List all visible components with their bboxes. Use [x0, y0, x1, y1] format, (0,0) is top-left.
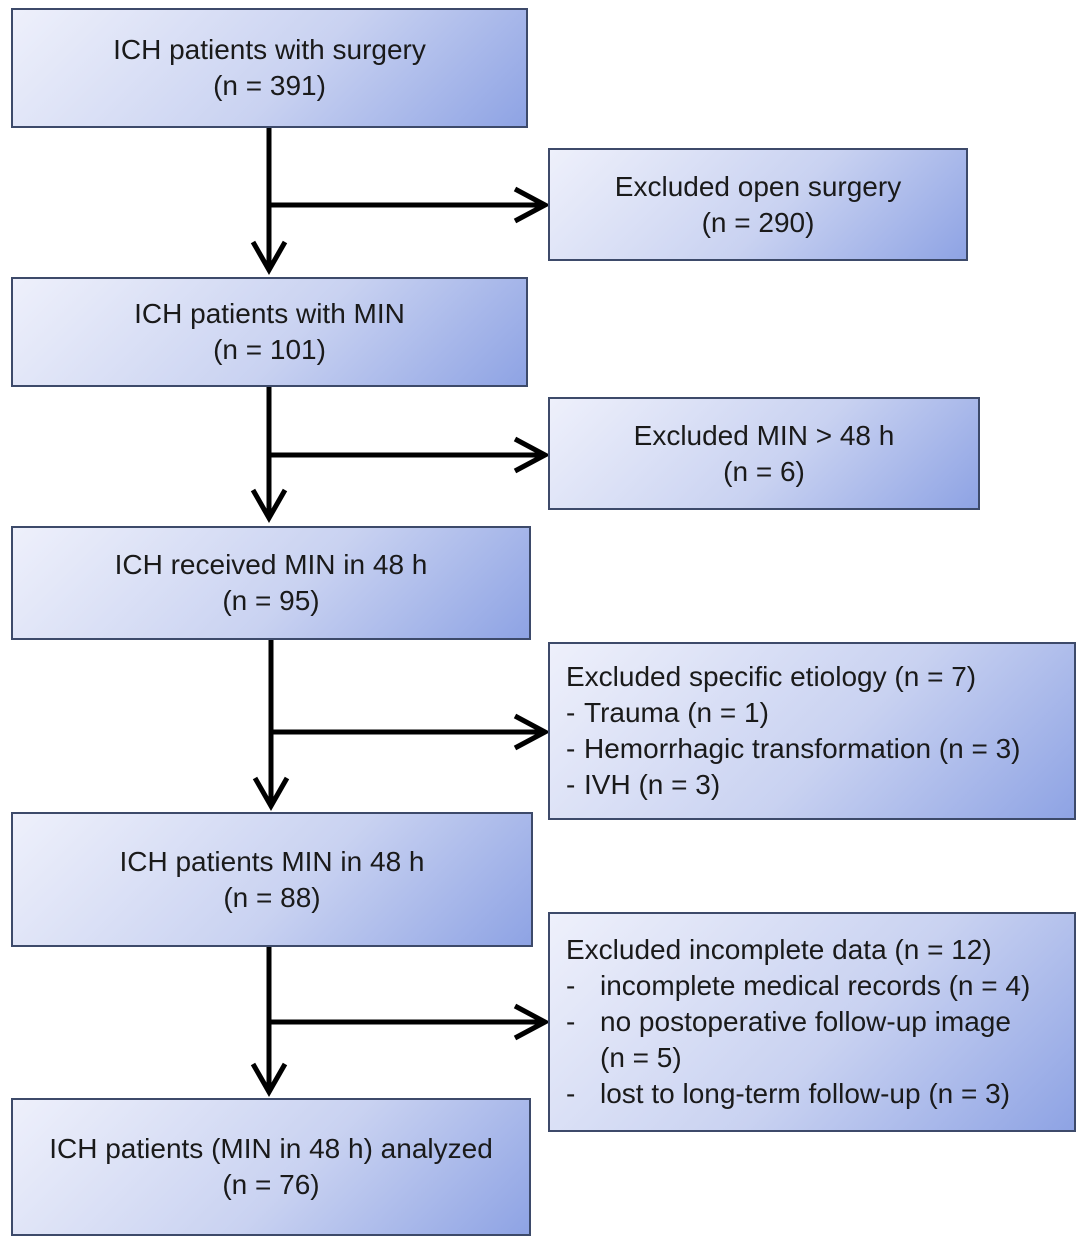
main-box-count: (n = 76) [222, 1169, 320, 1200]
main-box-title: ICH patients with MIN [134, 298, 405, 329]
bullet-dash: - [566, 1078, 576, 1109]
exclusion-item-text: IVH (n = 3) [584, 769, 721, 800]
main-box-min: ICH patients with MIN (n = 101) [11, 277, 528, 387]
bullet-dash [566, 1040, 600, 1076]
exclusion-item: - lost to long-term follow-up (n = 3) [566, 1076, 1074, 1112]
exclusion-item-text: Hemorrhagic transformation (n = 3) [584, 733, 1021, 764]
exclusion-box-incomplete-data: Excluded incomplete data (n = 12) - inco… [548, 912, 1076, 1132]
exclusion-title: Excluded MIN > 48 h [633, 419, 895, 451]
bullet-dash: - [566, 1006, 576, 1037]
arrow-down-3 [252, 776, 290, 812]
exclusion-item-text: (n = 5) [600, 1042, 682, 1073]
exclusion-item-text: no postoperative follow-up image [600, 1006, 1011, 1037]
main-box-title: ICH received MIN in 48 h [114, 549, 428, 580]
exclusion-box-etiology: Excluded specific etiology (n = 7) - Tra… [548, 642, 1076, 820]
main-box-analyzed: ICH patients (MIN in 48 h) analyzed (n =… [11, 1098, 531, 1236]
arrow-down-2 [250, 488, 288, 524]
main-box-count: (n = 95) [222, 585, 320, 616]
arrow-down-1 [250, 240, 288, 276]
main-box-title: ICH patients with surgery [113, 34, 426, 65]
main-box-title: ICH patients MIN in 48 h [119, 845, 425, 877]
exclusion-title: Excluded open surgery [614, 170, 902, 202]
exclusion-item-text: lost to long-term follow-up (n = 3) [600, 1078, 1011, 1109]
exclusion-item: - Trauma (n = 1) [566, 695, 1074, 731]
exclusion-count: (n = 290) [701, 206, 815, 238]
exclusion-title: Excluded specific etiology (n = 7) [566, 661, 977, 692]
exclusion-item: - no postoperative follow-up image [566, 1004, 1074, 1040]
exclusion-count: (n = 6) [723, 455, 805, 487]
arrow-right-4 [513, 1003, 551, 1041]
exclusion-title: Excluded incomplete data (n = 12) [566, 934, 992, 965]
exclusion-box-open-surgery: Excluded open surgery (n = 290) [548, 148, 968, 261]
arrow-right-3 [513, 713, 551, 751]
main-box-count: (n = 101) [213, 334, 326, 365]
arrow-down-4 [250, 1062, 288, 1098]
bullet-dash: - [566, 733, 576, 764]
main-box-surgery: ICH patients with surgery (n = 391) [11, 8, 528, 128]
arrow-right-1 [513, 186, 551, 224]
exclusion-item-text: incomplete medical records (n = 4) [600, 970, 1031, 1001]
exclusion-item: (n = 5) [566, 1040, 1074, 1076]
main-box-count: (n = 88) [223, 881, 321, 913]
exclusion-item-text: Trauma (n = 1) [584, 697, 769, 728]
exclusion-item: - incomplete medical records (n = 4) [566, 968, 1074, 1004]
arrow-right-2 [513, 436, 551, 474]
exclusion-box-min-48h: Excluded MIN > 48 h (n = 6) [548, 397, 980, 510]
exclusion-item: - Hemorrhagic transformation (n = 3) [566, 731, 1074, 767]
main-box-min-48h: ICH received MIN in 48 h (n = 95) [11, 526, 531, 640]
main-box-count: (n = 391) [213, 70, 326, 101]
main-box-patients-48h: ICH patients MIN in 48 h (n = 88) [11, 812, 533, 947]
exclusion-item: - IVH (n = 3) [566, 767, 1074, 803]
main-box-title: ICH patients (MIN in 48 h) analyzed [49, 1133, 493, 1164]
bullet-dash: - [566, 769, 576, 800]
bullet-dash: - [566, 970, 576, 1001]
bullet-dash: - [566, 697, 576, 728]
